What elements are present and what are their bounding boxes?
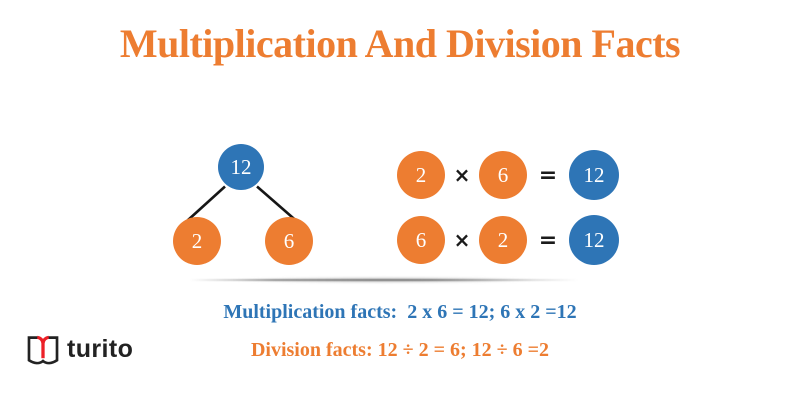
equation2-factor1-circle: 6 [397, 216, 445, 264]
turito-logo: turito [26, 334, 133, 368]
logo-brand-text: turito [67, 335, 134, 363]
open-book-icon [27, 335, 59, 365]
multiplication-facts-text: Multiplication facts: 2 x 6 = 12; 6 x 2 … [223, 301, 577, 323]
tree-right-child-node: 6 [265, 217, 313, 265]
multiply-icon: × [453, 163, 471, 187]
equation-row-2: 6 × 2 = 12 [397, 215, 619, 265]
page-title: Multiplication And Division Facts [119, 21, 681, 66]
equals-icon: = [538, 227, 558, 253]
multiply-icon: × [453, 228, 471, 252]
tree-root-node: 12 [218, 144, 264, 190]
equation1-factor1-circle: 2 [397, 151, 445, 199]
equation2-product-circle: 12 [569, 215, 619, 265]
equation1-factor2-circle: 6 [479, 151, 527, 199]
equation-row-1: 2 × 6 = 12 [397, 150, 619, 200]
ground-shadow-core [190, 279, 578, 281]
equation2-factor2-circle: 2 [479, 216, 527, 264]
equation1-product-circle: 12 [569, 150, 619, 200]
equals-icon: = [538, 162, 558, 188]
division-facts-text: Division facts: 12 ÷ 2 = 6; 12 ÷ 6 =2 [250, 339, 550, 361]
tree-left-child-node: 2 [173, 217, 221, 265]
